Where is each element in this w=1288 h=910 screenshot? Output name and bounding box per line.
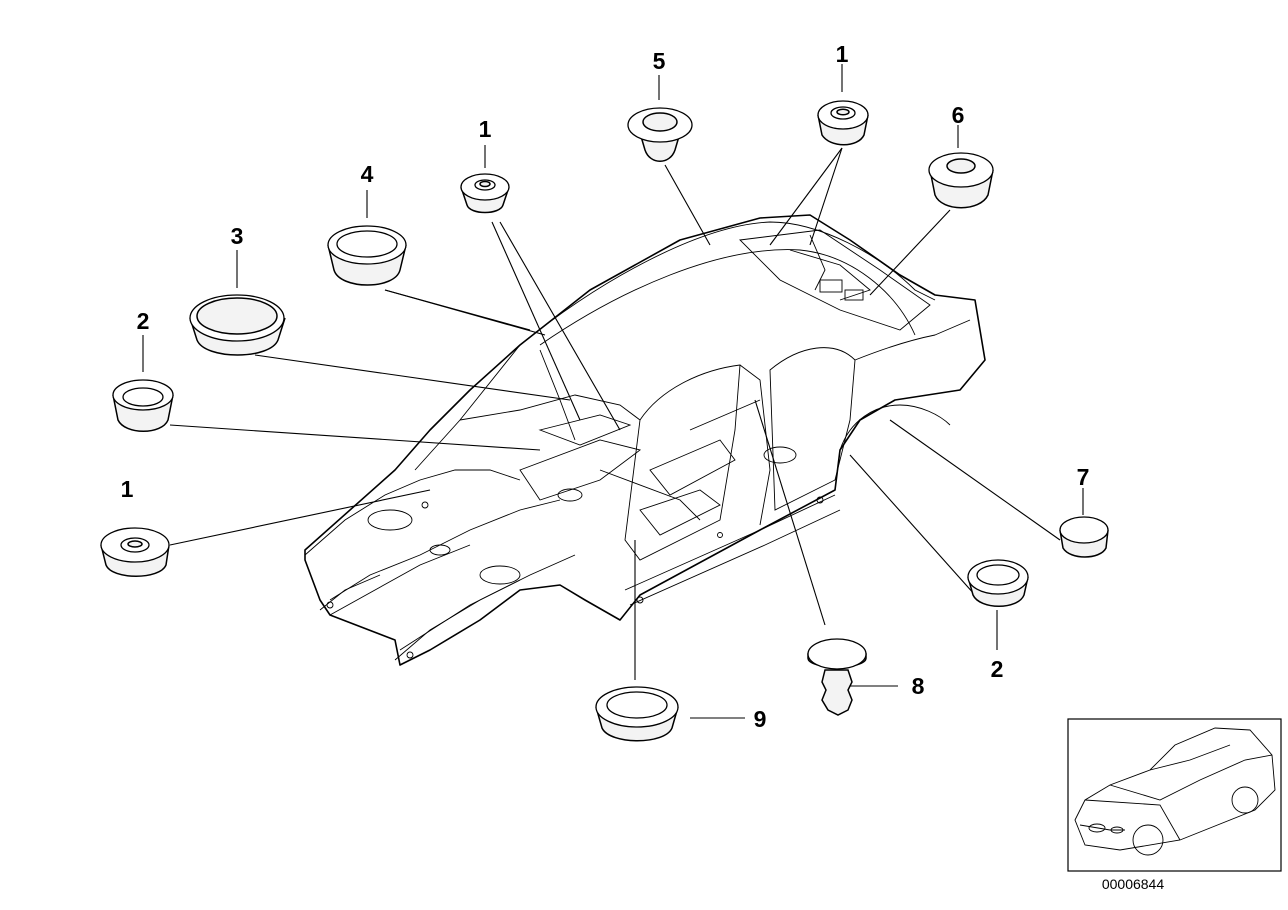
- callout-label: 4: [361, 161, 374, 187]
- grommet-2-left: [112, 379, 174, 432]
- grommet-1-center: [460, 173, 510, 214]
- grommet-1-left: [100, 527, 170, 577]
- clip-8: [807, 638, 867, 716]
- vehicle-thumbnail: [1067, 718, 1282, 872]
- grommet-2-right: [967, 559, 1029, 607]
- document-id: 00006844: [1102, 876, 1165, 892]
- callout-label: 1: [836, 41, 849, 67]
- grommet-4: [327, 225, 407, 286]
- grommet-3: [189, 294, 286, 356]
- callout-label: 9: [754, 706, 767, 732]
- grommet-1-top-right: [817, 100, 869, 146]
- callout-label: 3: [231, 223, 244, 249]
- plug-7: [1059, 516, 1109, 558]
- callout-label: 1: [479, 116, 492, 142]
- callout-label: 2: [137, 308, 150, 334]
- callout-label: 2: [991, 656, 1004, 682]
- callout-labels: 1 4 3 2 1 5 1 6 7 2 8 9: [121, 41, 1090, 732]
- callout-label: 8: [912, 673, 925, 699]
- grommet-9: [595, 686, 679, 742]
- grommet-5: [627, 107, 693, 162]
- callout-label: 7: [1077, 464, 1090, 490]
- callout-label: 1: [121, 476, 134, 502]
- leader-lines: [142, 64, 1084, 719]
- car-body-shell: [304, 214, 986, 666]
- callout-label: 5: [653, 48, 666, 74]
- callout-label: 6: [952, 102, 965, 128]
- grommet-6: [928, 152, 994, 209]
